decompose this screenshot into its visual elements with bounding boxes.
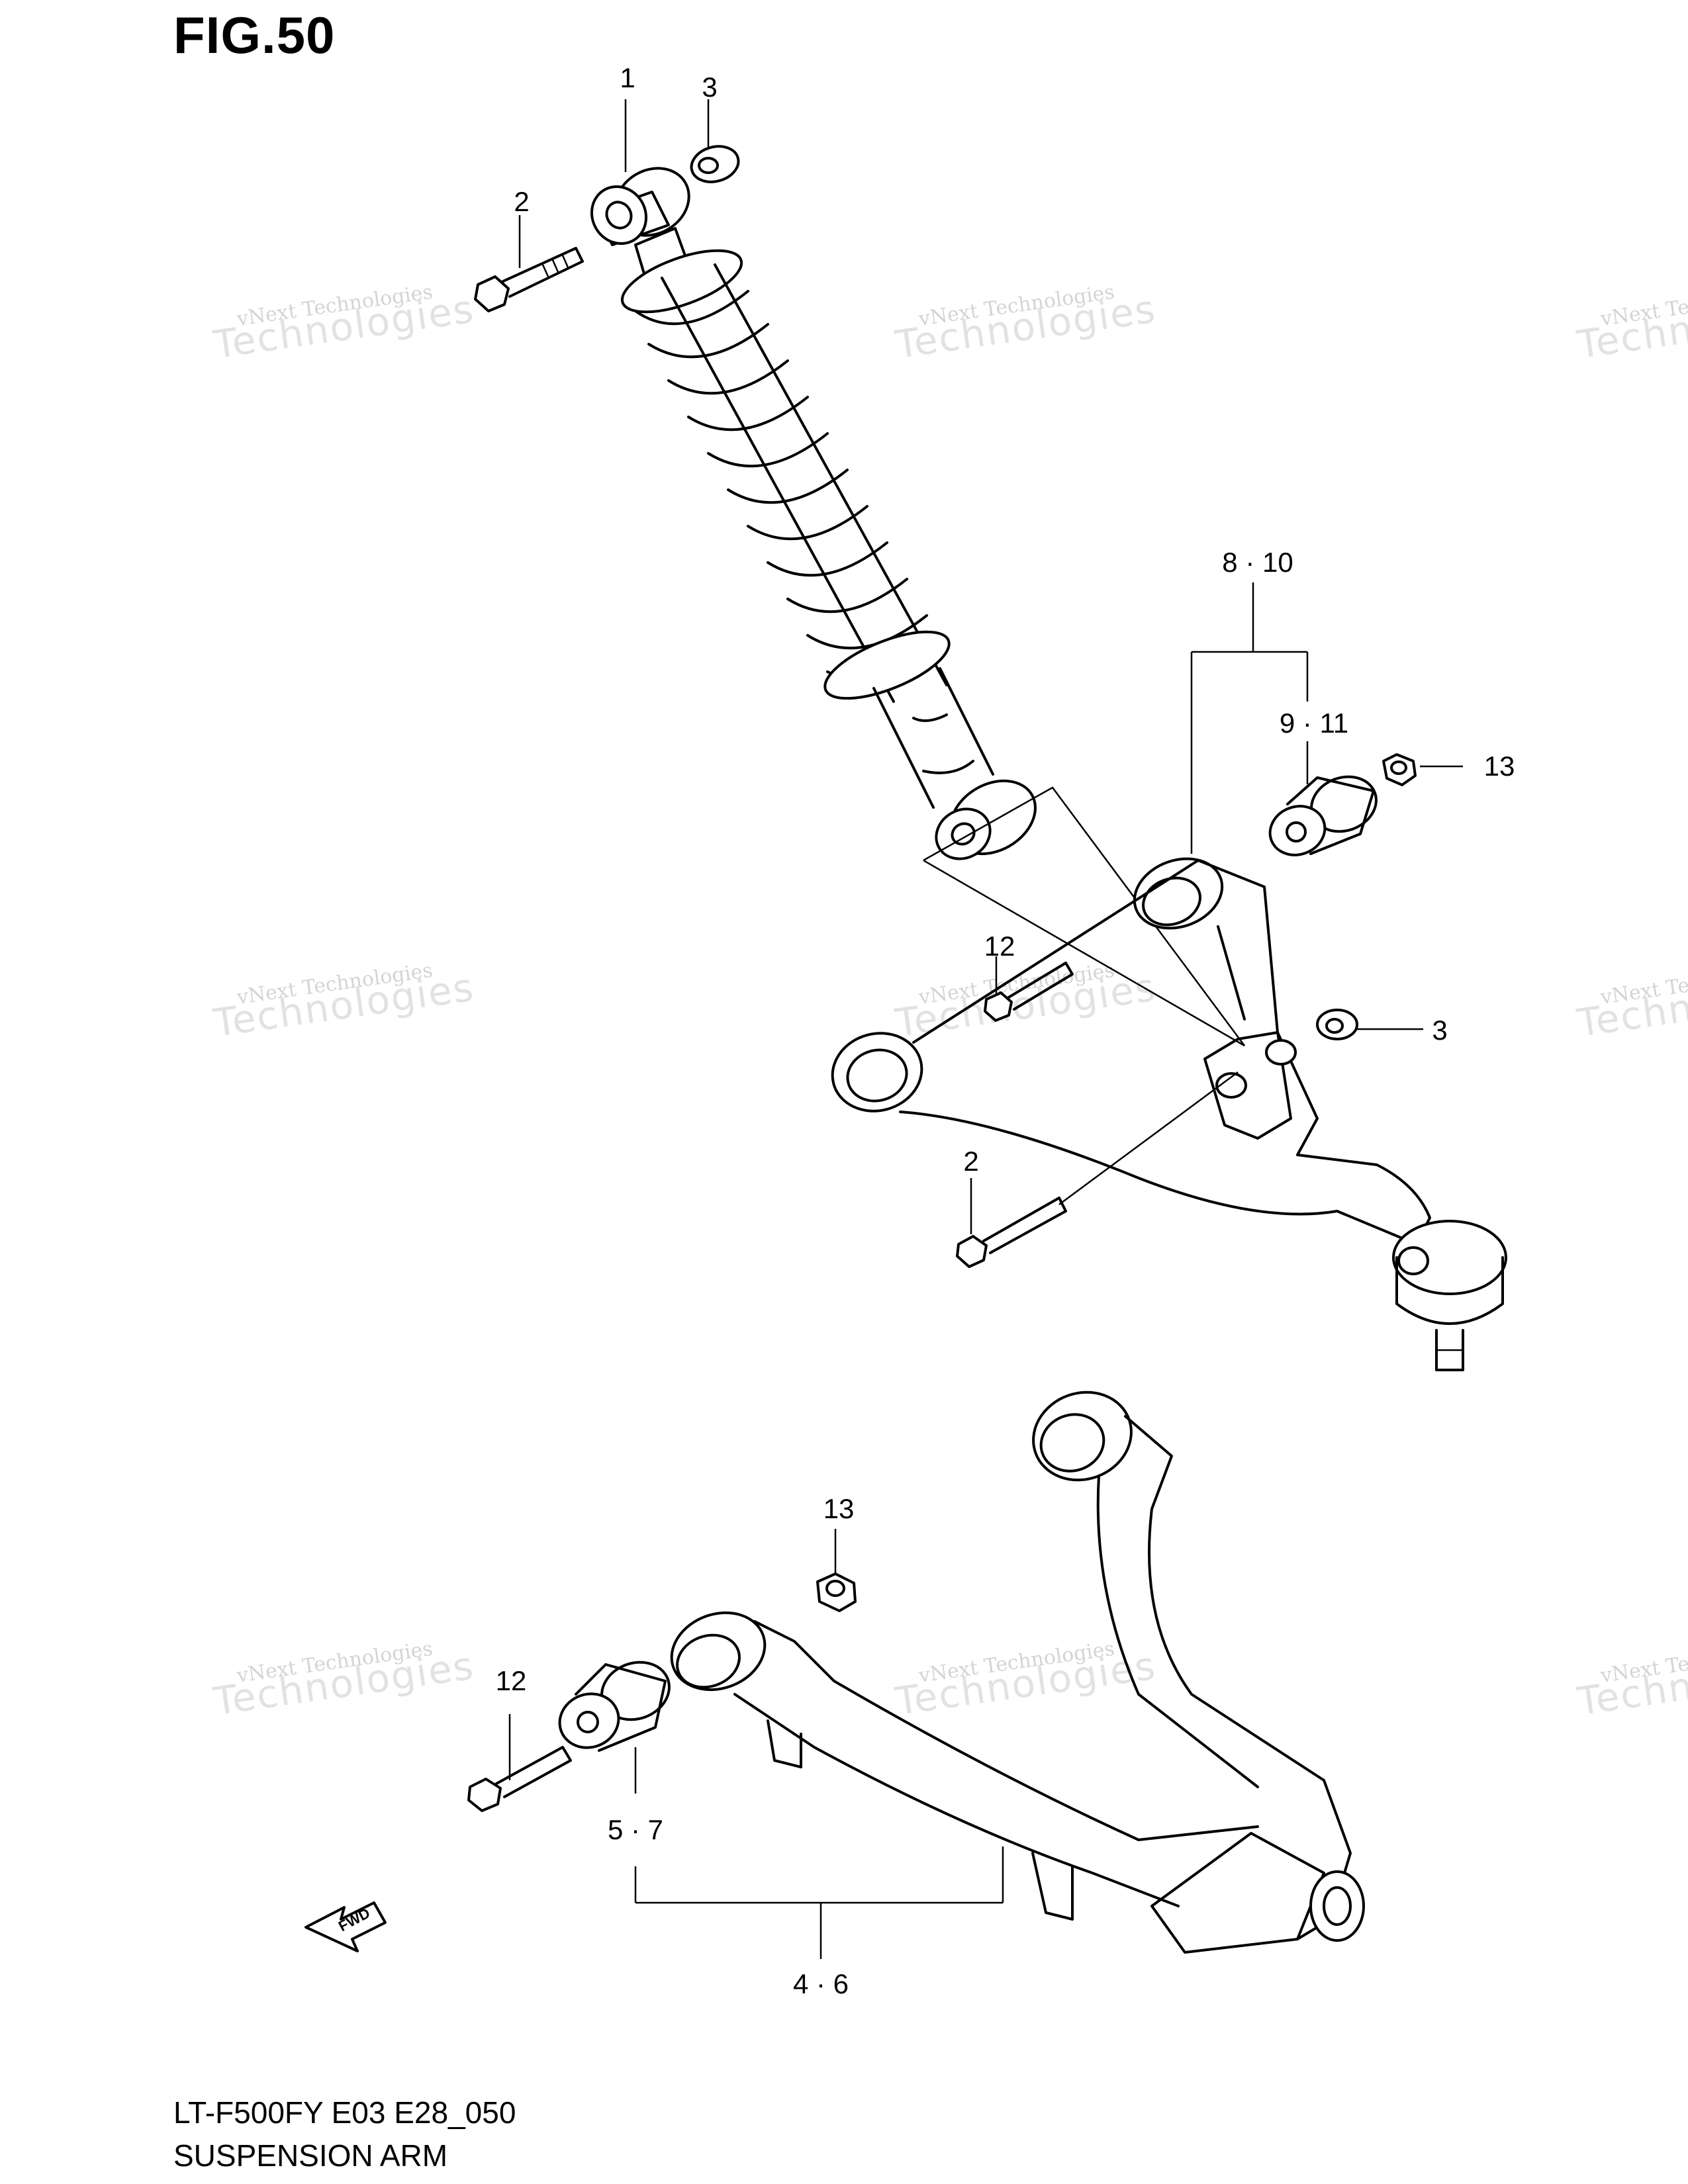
shock-absorber[interactable] — [581, 155, 1049, 868]
upper-suspension-arm[interactable] — [823, 847, 1507, 1371]
nut-13-low[interactable] — [816, 1572, 857, 1612]
bushing-lower[interactable] — [552, 1653, 677, 1756]
callout-13-top: 13 — [1483, 751, 1515, 782]
section-name: SUSPENSION ARM — [173, 2138, 448, 2173]
callout-5-7: 5 · 7 — [607, 1814, 664, 1845]
callout-3-top: 3 — [702, 71, 718, 103]
callout-12-low: 12 — [495, 1665, 527, 1696]
callout-2-top: 2 — [514, 186, 530, 217]
bolt-12-low[interactable] — [467, 1746, 572, 1812]
callout-2-mid: 2 — [963, 1146, 979, 1177]
callout-3-mid: 3 — [1432, 1015, 1448, 1046]
bushing-upper[interactable] — [1263, 768, 1383, 862]
callout-13-low: 13 — [823, 1493, 855, 1524]
bolt-top[interactable] — [474, 247, 584, 312]
figure-title: FIG.50 — [173, 6, 336, 64]
callout-12-mid: 12 — [984, 931, 1015, 962]
callout-9-11: 9 · 11 — [1279, 707, 1349, 739]
callout-1: 1 — [620, 62, 635, 93]
callout-4-6: 4 · 6 — [792, 1968, 849, 1999]
nut-top[interactable] — [687, 142, 742, 187]
nut-13-top[interactable] — [1382, 753, 1417, 786]
model-code: LT-F500FY E03 E28_050 — [173, 2095, 516, 2130]
callout-8-10: 8 · 10 — [1222, 547, 1293, 578]
lower-suspension-arm[interactable] — [661, 1379, 1365, 1954]
fwd-arrow-icon: FWD — [305, 1901, 387, 1952]
leader-lines — [508, 99, 1463, 1959]
bolt-12-mid[interactable] — [984, 962, 1074, 1022]
bolt-mid[interactable] — [956, 1071, 1239, 1268]
nut-mid[interactable] — [1316, 1009, 1358, 1040]
